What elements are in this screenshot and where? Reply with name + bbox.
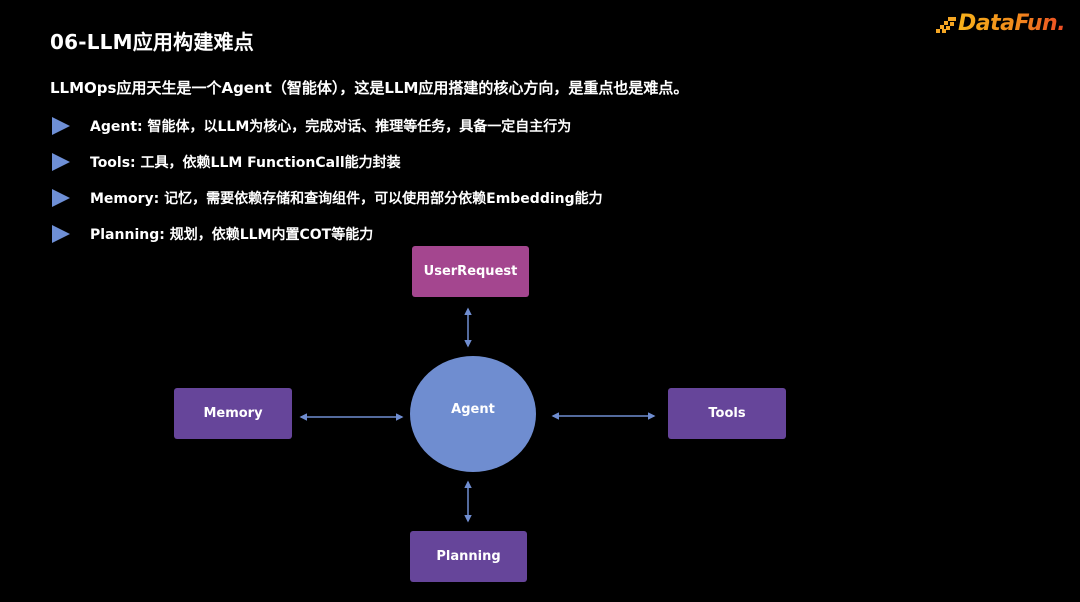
- logo-text: DataFun.: [958, 10, 1066, 36]
- triangle-bullet-icon: [52, 225, 70, 243]
- node-memory: Memory: [174, 388, 292, 439]
- bullet-text: Tools: 工具，依赖LLM FunctionCall能力封装: [90, 155, 401, 171]
- node-tools: Tools: [668, 388, 786, 439]
- bullet-item-tools: Tools: 工具，依赖LLM FunctionCall能力封装: [52, 144, 603, 180]
- bullet-item-memory: Memory: 记忆，需要依赖存储和查询组件，可以使用部分依赖Embedding…: [52, 180, 603, 216]
- node-label: Memory: [203, 406, 263, 421]
- bullet-list: Agent: 智能体，以LLM为核心，完成对话、推理等任务，具备一定自主行为 T…: [52, 108, 603, 252]
- intro-text: LLMOps应用天生是一个Agent（智能体），这是LLM应用搭建的核心方向，是…: [50, 79, 689, 97]
- bullet-item-agent: Agent: 智能体，以LLM为核心，完成对话、推理等任务，具备一定自主行为: [52, 108, 603, 144]
- bullet-text: Memory: 记忆，需要依赖存储和查询组件，可以使用部分依赖Embedding…: [90, 191, 603, 207]
- node-userrequest: UserRequest: [412, 246, 529, 297]
- bullet-text: Planning: 规划，依赖LLM内置COT等能力: [90, 227, 374, 243]
- slide-title: 06-LLM应用构建难点: [50, 30, 254, 54]
- node-label: UserRequest: [423, 264, 518, 279]
- bullet-item-planning: Planning: 规划，依赖LLM内置COT等能力: [52, 216, 603, 252]
- datafun-logo: DataFun.: [936, 8, 1066, 38]
- node-agent: Agent: [410, 356, 536, 472]
- logo-dots-icon: [936, 13, 956, 33]
- triangle-bullet-icon: [52, 153, 70, 171]
- triangle-bullet-icon: [52, 189, 70, 207]
- node-planning: Planning: [410, 531, 527, 582]
- bullet-text: Agent: 智能体，以LLM为核心，完成对话、推理等任务，具备一定自主行为: [90, 119, 572, 135]
- node-label: Planning: [436, 549, 501, 564]
- node-label: Agent: [451, 402, 495, 417]
- triangle-bullet-icon: [52, 117, 70, 135]
- node-label: Tools: [708, 406, 746, 421]
